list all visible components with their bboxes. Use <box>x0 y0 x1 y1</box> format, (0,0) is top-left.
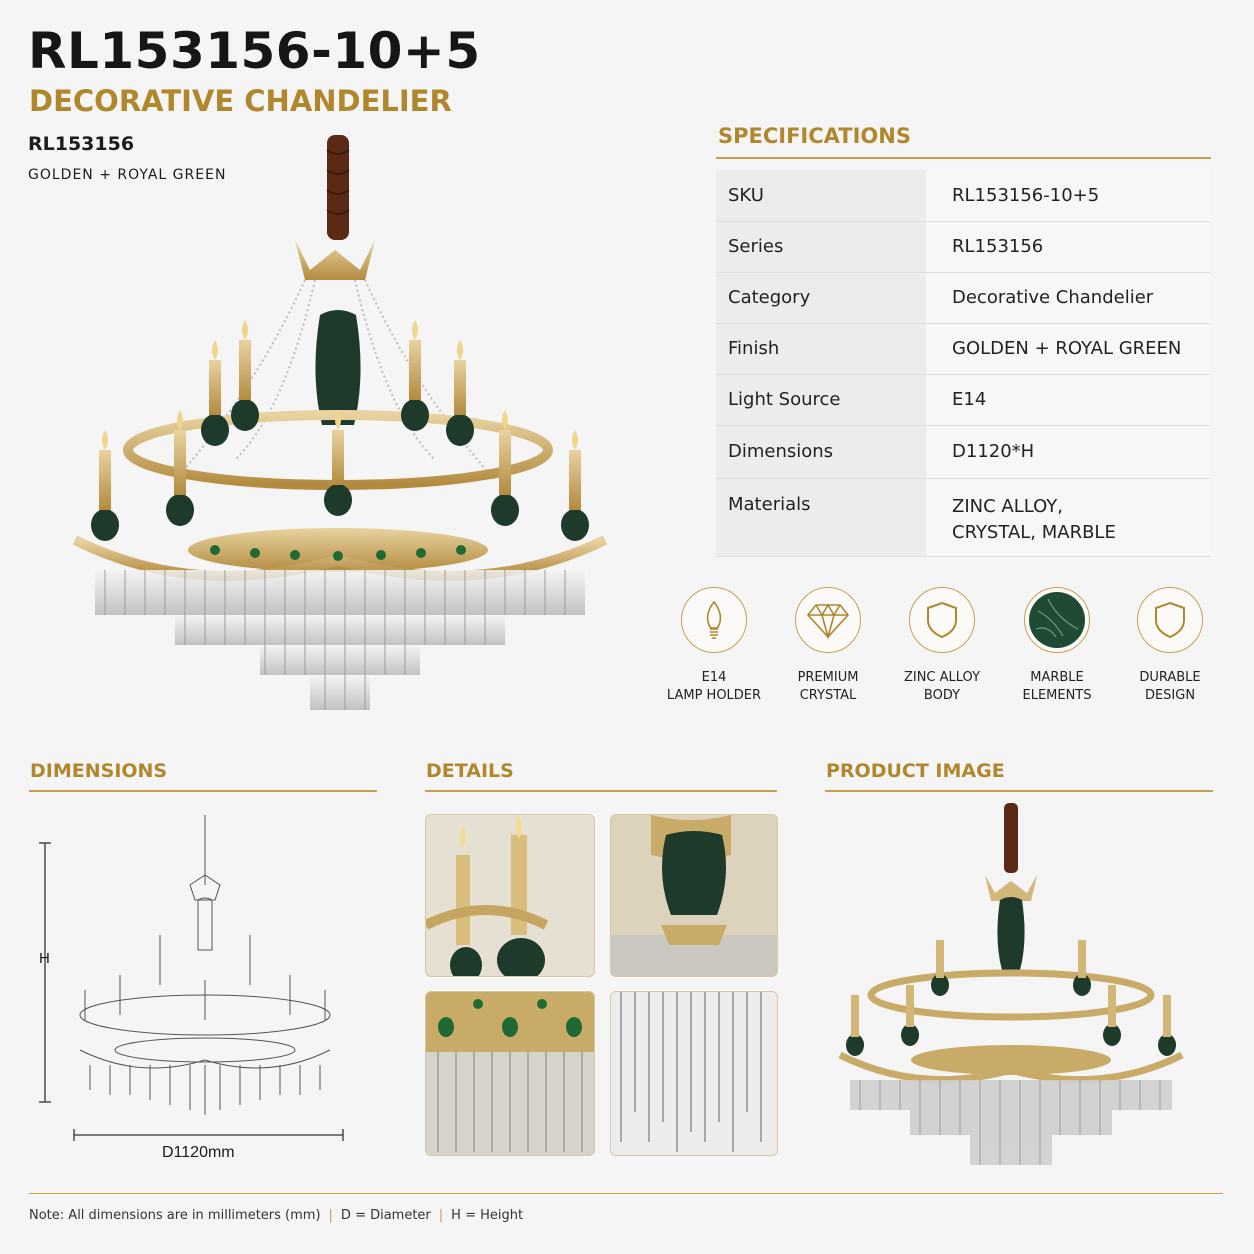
marble-icon <box>1024 587 1090 653</box>
bulb-icon <box>681 587 747 653</box>
specifications-table: SKU RL153156-10+5 Series RL153156 Catego… <box>716 170 1210 557</box>
shield-icon <box>909 587 975 653</box>
note-prefix: Note: <box>29 1208 65 1223</box>
footer-note: Note: All dimensions are in millimeters … <box>29 1208 524 1223</box>
spec-value: ZINC ALLOY, CRYSTAL, MARBLE <box>926 478 1210 557</box>
specifications-rule <box>716 157 1211 159</box>
detail-photo-urn <box>610 814 778 977</box>
spec-key: Materials <box>716 478 926 557</box>
spec-row-finish: Finish GOLDEN + ROYAL GREEN <box>716 323 1210 375</box>
product-image-rule <box>825 790 1213 792</box>
detail-photo-crystals <box>610 991 778 1156</box>
main-chandelier-image <box>72 135 608 710</box>
spec-value: E14 <box>926 374 1210 426</box>
shield-icon <box>1137 587 1203 653</box>
spec-value-line: CRYSTAL, MARBLE <box>952 521 1116 543</box>
diamond-icon <box>795 587 861 653</box>
specifications-title: SPECIFICATIONS <box>718 124 911 148</box>
spec-row-series: Series RL153156 <box>716 221 1210 273</box>
spec-value: D1120*H <box>926 425 1210 479</box>
product-subtitle: DECORATIVE CHANDELIER <box>29 84 452 118</box>
spec-key: SKU <box>716 170 926 222</box>
spec-key: Dimensions <box>716 425 926 479</box>
product-image <box>838 803 1184 1165</box>
note-height: H = Height <box>451 1208 524 1223</box>
spec-key: Light Source <box>716 374 926 426</box>
spec-value: Decorative Chandelier <box>926 272 1210 324</box>
spec-row-sku: SKU RL153156-10+5 <box>716 170 1210 222</box>
spec-key: Category <box>716 272 926 324</box>
detail-photo-candles <box>425 814 595 977</box>
spec-key: Finish <box>716 323 926 375</box>
product-title: RL153156-10+5 <box>28 22 481 80</box>
spec-value: RL153156 <box>926 221 1210 273</box>
series-label: RL153156 <box>28 133 135 155</box>
product-image-title: PRODUCT IMAGE <box>826 760 1005 782</box>
dimensions-rule <box>29 790 377 792</box>
footer-rule <box>29 1193 1223 1194</box>
note-diameter: D = Diameter <box>340 1208 431 1223</box>
detail-photo-band <box>425 991 595 1156</box>
height-label: H <box>39 950 50 967</box>
details-title: DETAILS <box>426 760 514 782</box>
spec-row-light-source: Light Source E14 <box>716 374 1210 426</box>
finish-label: GOLDEN + ROYAL GREEN <box>28 167 227 183</box>
spec-row-category: Category Decorative Chandelier <box>716 272 1210 324</box>
diameter-label: D1120mm <box>162 1144 235 1161</box>
dimensions-title: DIMENSIONS <box>30 760 168 782</box>
note-text: All dimensions are in millimeters (mm) <box>68 1208 321 1223</box>
spec-value: RL153156-10+5 <box>926 170 1210 222</box>
dimension-drawing <box>39 815 344 1141</box>
spec-value: GOLDEN + ROYAL GREEN <box>926 323 1210 375</box>
spec-value-line: ZINC ALLOY, <box>952 495 1064 517</box>
spec-row-materials: Materials ZINC ALLOY, CRYSTAL, MARBLE <box>716 478 1210 557</box>
details-rule <box>425 790 777 792</box>
spec-row-dimensions: Dimensions D1120*H <box>716 425 1210 479</box>
spec-key: Series <box>716 221 926 273</box>
